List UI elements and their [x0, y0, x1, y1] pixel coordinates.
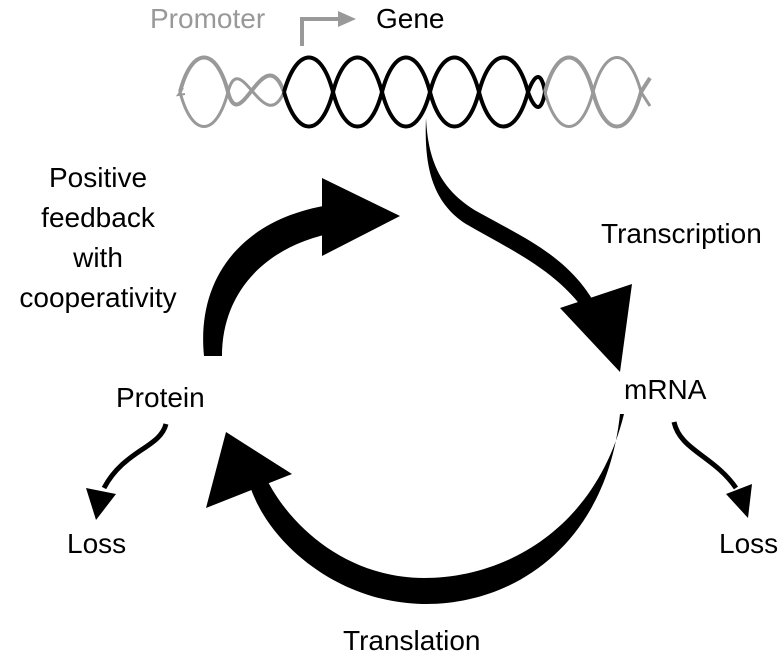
- promoter-arrow: [300, 11, 356, 46]
- gene-label: Gene: [376, 3, 445, 34]
- protein-label: Protein: [116, 382, 205, 413]
- dna-gene-helix: [282, 55, 547, 129]
- transcription-label: Transcription: [601, 218, 762, 249]
- translation-label: Translation: [343, 625, 481, 656]
- protein-loss-arrow: [86, 423, 169, 520]
- translation-arrow: [206, 414, 624, 605]
- promoter-label: Promoter: [150, 3, 266, 34]
- positive-feedback-arrow: [203, 178, 400, 356]
- feedback-line-2: feedback: [41, 202, 155, 233]
- mrna-loss-label: Loss: [719, 528, 779, 559]
- dna-flank-left: [175, 55, 286, 128]
- transcription-arrow: [425, 118, 632, 372]
- dna-flank-right: [543, 55, 652, 129]
- mrna-loss-arrow: [671, 421, 752, 518]
- feedback-line-3: with: [73, 242, 123, 273]
- protein-loss-label: Loss: [67, 528, 127, 559]
- feedback-line-1: Positive: [48, 162, 148, 193]
- mrna-label: mRNA: [624, 374, 707, 405]
- feedback-line-4: cooperativity: [19, 282, 177, 313]
- positive-feedback-label: Positive feedback with cooperativity: [6, 158, 190, 318]
